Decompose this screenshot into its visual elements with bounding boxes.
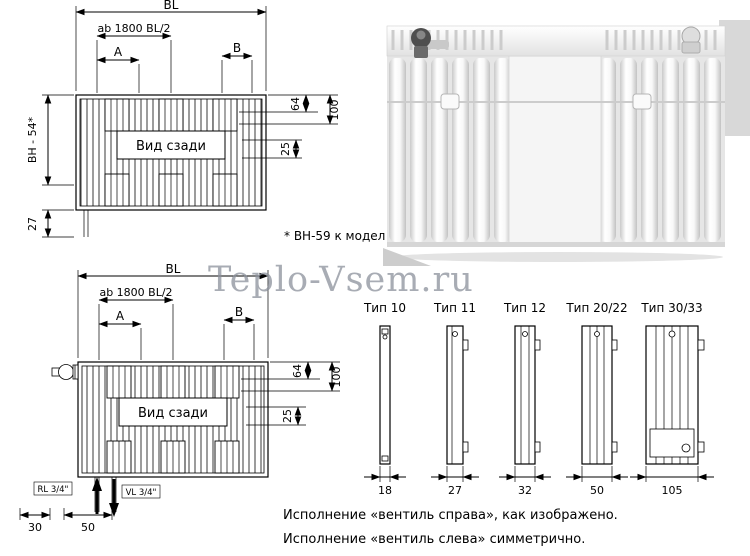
type-30-33-width: 105 — [662, 484, 683, 497]
plug-valve-right — [681, 26, 701, 54]
dim-a: A — [96, 45, 140, 93]
rear-view-label: Вид сзади — [138, 406, 208, 421]
dim-27: 27 — [26, 209, 74, 238]
dim-bl: BL — [77, 262, 269, 358]
type-10-width: 18 — [378, 484, 392, 497]
dim-25-label: 25 — [281, 409, 294, 423]
mounting-brackets — [106, 365, 240, 474]
mounting-rail — [387, 93, 725, 110]
type-30-33-section: Тип 30/33 105 — [630, 301, 714, 497]
rail-clip — [440, 93, 460, 110]
type-11-section: Тип 11 27 — [431, 301, 479, 497]
type-11-label: Тип 11 — [433, 301, 476, 315]
dim-a-label: A — [114, 45, 123, 59]
dim-bh-label: BH - 54* — [26, 116, 39, 163]
bottom-rear-view-drawing: Вид сзади BL ab 1800 BL/2 A B — [19, 262, 343, 534]
dim-30-50: 30 50 — [19, 508, 113, 534]
radiator-back-plate — [508, 55, 602, 245]
type-12-section: Тип 12 32 — [499, 301, 551, 497]
thermostatic-valve — [51, 364, 79, 380]
pipe-connections — [92, 477, 119, 517]
dim-100-label: 100 — [328, 100, 341, 121]
dim-ab1800-label: ab 1800 BL/2 — [99, 286, 172, 299]
dim-64-label: 64 — [289, 97, 302, 111]
footer-note-left-valve: Исполнение «вентиль слева» симметрично. — [283, 532, 586, 547]
mounting-brackets — [104, 98, 238, 207]
bh-footnote: * BH-59 к модел — [284, 229, 386, 243]
rear-view-label: Вид сзади — [136, 139, 206, 154]
dim-ab1800: ab 1800 BL/2 — [96, 22, 172, 93]
dim-b: B — [221, 41, 253, 93]
bottom-pipe-stub — [83, 210, 89, 237]
dim-ab1800-label: ab 1800 BL/2 — [97, 22, 170, 35]
type-sections: Тип 10 18 Тип 11 27 Тип 12 — [363, 301, 714, 497]
type-20-22-label: Тип 20/22 — [565, 301, 627, 315]
type-10-section: Тип 10 18 — [363, 301, 406, 497]
dim-bl: BL — [75, 0, 267, 91]
dim-a-label: A — [116, 309, 125, 323]
radiator-body: Вид сзади — [77, 361, 269, 478]
dim-64-label: 64 — [291, 364, 304, 378]
type-12-label: Тип 12 — [503, 301, 546, 315]
dim-ab1800: ab 1800 BL/2 — [98, 286, 174, 360]
dim-bh: BH - 54* — [26, 94, 74, 186]
dim-b: B — [223, 305, 255, 360]
air-vent-valve-left — [411, 28, 449, 58]
vl-connection-label: VL 3/4" — [121, 484, 161, 499]
type-12-width: 32 — [518, 484, 532, 497]
flow-arrow-down — [109, 479, 119, 517]
type-30-33-label: Тип 30/33 — [640, 301, 702, 315]
type-11-width: 27 — [448, 484, 462, 497]
dim-bl-label: BL — [166, 262, 181, 276]
dim-64-100-25: 64 100 25 — [239, 94, 341, 159]
dim-64-100-25: 64 100 25 — [241, 361, 343, 426]
photo-bottom-shadow — [383, 242, 725, 266]
dim-50-label: 50 — [81, 521, 95, 534]
dim-a: A — [98, 309, 142, 360]
rl-connection-label: RL 3/4" — [33, 481, 73, 496]
dim-27-label: 27 — [26, 217, 39, 231]
type-20-22-width: 50 — [590, 484, 604, 497]
rail-clip — [632, 93, 652, 110]
top-rear-view-drawing: Вид сзади BL ab 1800 BL/2 A B 64 — [26, 0, 341, 238]
type-10-label: Тип 10 — [363, 301, 406, 315]
dim-30-label: 30 — [28, 521, 42, 534]
radiator-body: Вид сзади — [75, 94, 267, 237]
svg-text:RL 3/4": RL 3/4" — [38, 485, 69, 495]
flow-arrow-up — [92, 477, 102, 514]
dim-b-label: B — [233, 41, 241, 55]
footer-note-right-valve: Исполнение «вентиль справа», как изображ… — [283, 508, 618, 523]
type-20-22-section: Тип 20/22 50 — [565, 301, 628, 497]
dim-b-label: B — [235, 305, 243, 319]
dim-25-label: 25 — [279, 142, 292, 156]
radiator-photo — [383, 14, 750, 266]
dim-100-label: 100 — [330, 367, 343, 388]
dim-bl-label: BL — [164, 0, 179, 12]
svg-text:VL 3/4": VL 3/4" — [126, 488, 157, 498]
